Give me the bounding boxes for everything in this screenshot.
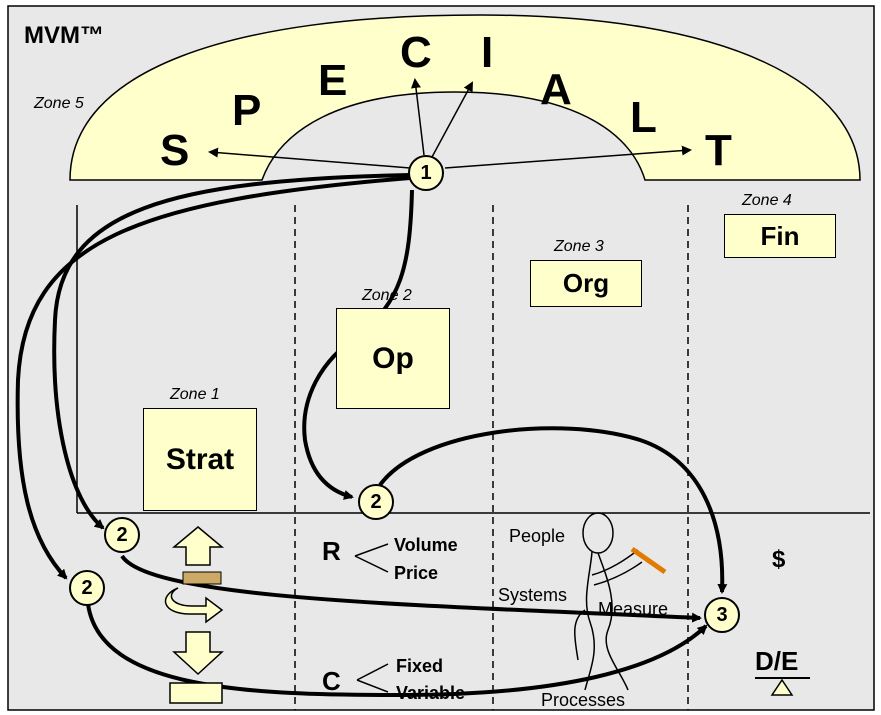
revenue-volume: Volume — [394, 535, 458, 555]
org-box: Org — [530, 260, 642, 307]
flat-bar-bottom-icon — [169, 682, 223, 704]
cost-branch-up — [356, 663, 389, 681]
specialt-arch — [69, 14, 861, 181]
arch-letter-p: P — [232, 86, 262, 135]
page-title: MVM™ — [24, 22, 104, 49]
arch-letter-c: C — [400, 28, 432, 77]
revenue-letter: R — [322, 536, 341, 566]
people-label: People — [509, 526, 566, 546]
arrow-to-c — [410, 78, 425, 156]
down-arrow-icon — [172, 631, 224, 676]
node-3: 3 — [704, 597, 740, 633]
arrow-to-t — [444, 145, 692, 169]
flow-1-to-2a — [52, 173, 411, 530]
zone-1-label: Zone 1 — [170, 386, 220, 403]
revenue-branch-up — [354, 543, 389, 557]
arch-letter-e: E — [318, 56, 348, 105]
rotate-arrow-icon — [164, 587, 224, 624]
node-2-a: 2 — [104, 517, 140, 553]
zone-2-label: Zone 2 — [362, 287, 412, 304]
flat-bar-top-icon — [182, 571, 222, 585]
arch-letter-s: S — [160, 126, 190, 175]
balance-triangle-icon — [770, 678, 794, 696]
flow-2c-to-3 — [378, 426, 728, 594]
flow-2a-to-3 — [120, 554, 702, 623]
processes-label: Processes — [541, 690, 626, 710]
arch-letter-l: L — [630, 93, 657, 142]
zone-5-label: Zone 5 — [34, 95, 84, 112]
arch-letter-a: A — [540, 65, 572, 114]
up-arrow-icon — [171, 526, 225, 566]
node-2-b: 2 — [69, 570, 105, 606]
flow-2b-to-3 — [86, 603, 708, 698]
op-box: Op — [336, 308, 450, 409]
arrow-to-i — [431, 81, 473, 158]
zone-4-label: Zone 4 — [742, 192, 792, 209]
cost-variable: Variable — [396, 683, 466, 703]
node-1: 1 — [408, 155, 444, 191]
arch-letter-t: T — [705, 126, 732, 175]
fin-box: Fin — [724, 214, 836, 258]
measure-label: Measure — [598, 599, 669, 619]
measuring-stick-icon — [630, 546, 667, 575]
systems-label: Systems — [498, 585, 568, 605]
cost-branch-down — [356, 679, 389, 693]
flow-1-to-2c — [302, 189, 414, 500]
revenue-price: Price — [394, 563, 439, 583]
revenue-branch-down — [354, 555, 389, 573]
money-symbol: $ — [772, 546, 786, 573]
zone-3-label: Zone 3 — [554, 238, 604, 255]
arrow-to-s — [208, 147, 411, 169]
arch-letter-i: I — [481, 28, 494, 77]
cost-letter: C — [322, 666, 341, 696]
node-2-op: 2 — [358, 484, 394, 520]
flow-1-to-2b — [15, 176, 411, 580]
strat-box: Strat — [143, 408, 257, 511]
cost-fixed: Fixed — [396, 656, 444, 676]
debt-equity-label: D/E — [755, 646, 799, 676]
